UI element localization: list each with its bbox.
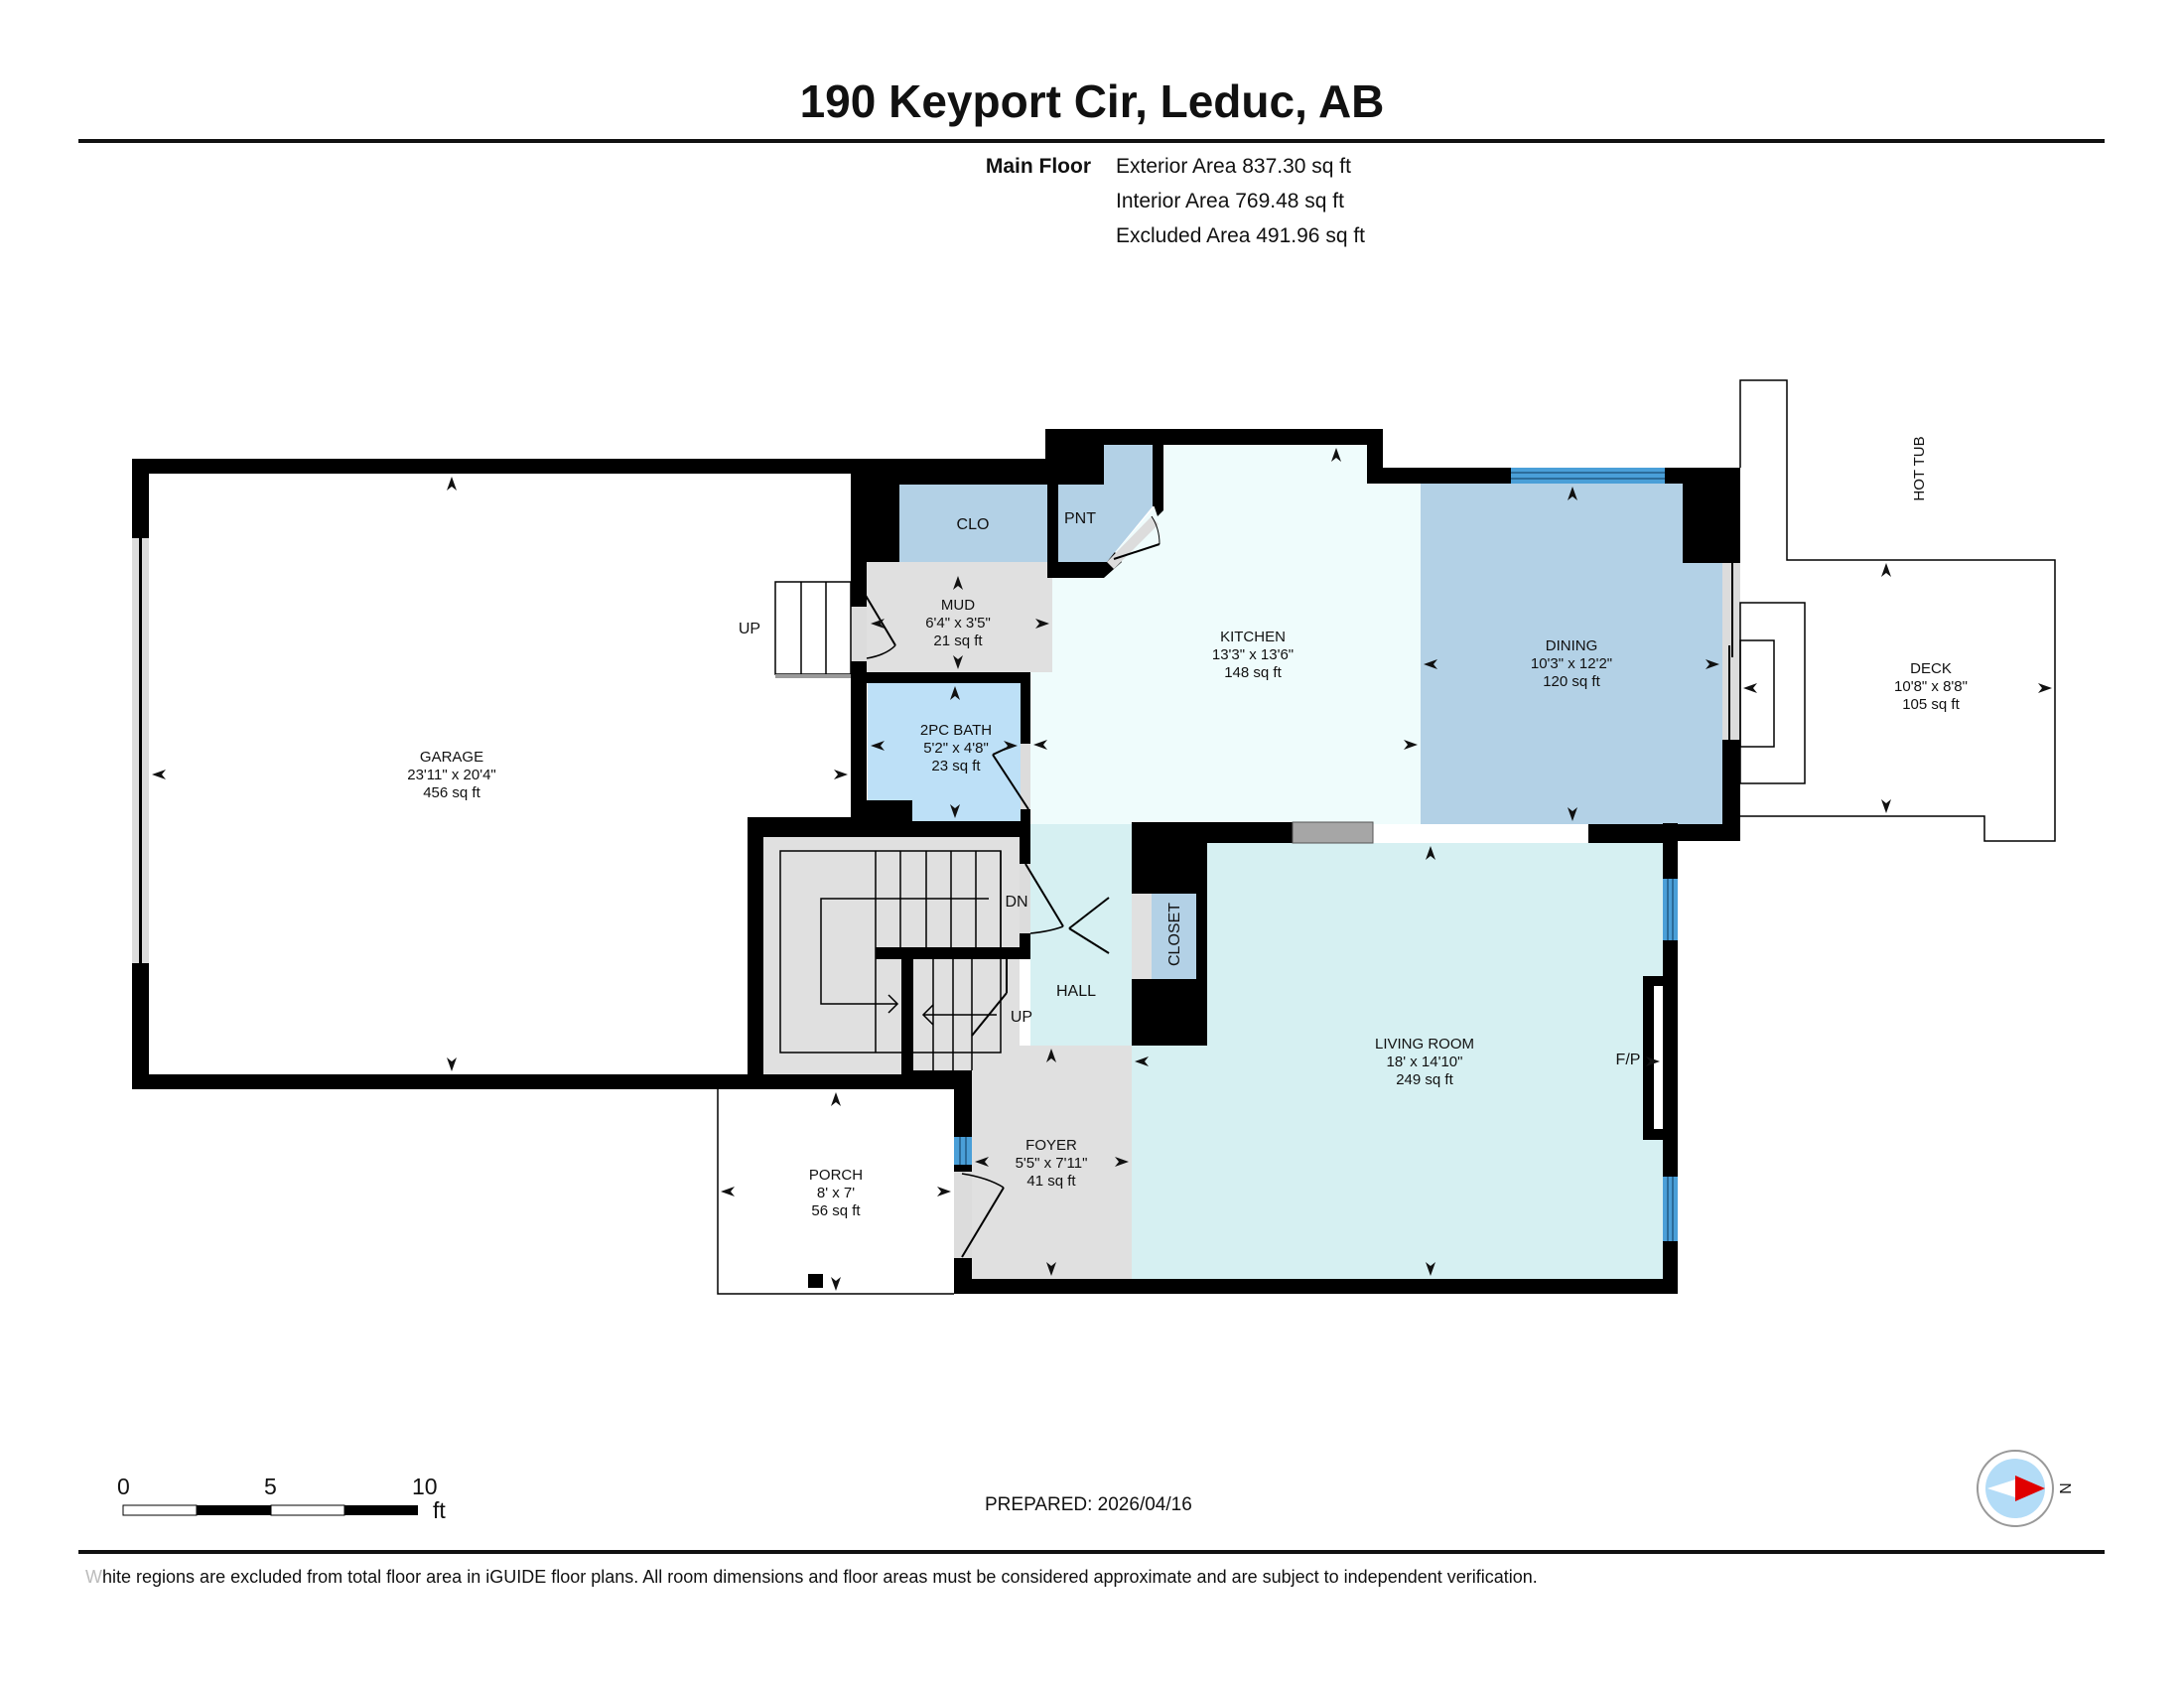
deck-dims: 10'8" x 8'8": [1894, 678, 1968, 695]
scale-tick-10: 10: [412, 1474, 438, 1499]
exterior-area: Exterior Area 837.30 sq ft: [1116, 155, 1351, 178]
stairs-down-label: DN: [1005, 894, 1027, 911]
bath-label: 2PC BATH: [920, 722, 992, 739]
scale-bar: [122, 1504, 418, 1516]
hall-label: HALL: [1056, 983, 1096, 1000]
kitchen-area: 148 sq ft: [1224, 664, 1282, 681]
garage-stairs-up-label: UP: [739, 621, 760, 637]
room-labels: GARAGE 23'11" x 20'4" 456 sq ft CLO PNT …: [407, 436, 1968, 1219]
deck-outline: [1739, 379, 2056, 842]
closet-label: CLOSET: [1166, 903, 1183, 966]
clo-label: CLO: [957, 516, 990, 533]
main-stairs: [779, 850, 1002, 1070]
mud-label: MUD: [941, 597, 975, 614]
porch-dims: 8' x 7': [817, 1185, 855, 1201]
scale-tick-5: 5: [264, 1474, 277, 1499]
footer-divider: [78, 1550, 2105, 1554]
porch-area: 56 sq ft: [811, 1202, 861, 1219]
living-area: 249 sq ft: [1396, 1071, 1453, 1088]
mud-area: 21 sq ft: [933, 633, 983, 649]
kitchen-floor: [1030, 445, 1421, 824]
living-label: LIVING ROOM: [1375, 1036, 1474, 1053]
garage-dims: 23'11" x 20'4": [407, 767, 496, 783]
garage-floor: [149, 474, 851, 1074]
garage-door: [132, 538, 149, 963]
garage-area: 456 sq ft: [423, 784, 480, 801]
patio-sliding-door: [1722, 563, 1740, 740]
kitchen-dims: 13'3" x 13'6": [1212, 646, 1294, 663]
mud-dims: 6'4" x 3'5": [925, 615, 991, 632]
compass-icon: N: [1977, 1450, 2073, 1527]
kitchen-counter: [1292, 821, 1374, 844]
hot-tub-label: HOT TUB: [1911, 436, 1928, 500]
dining-label: DINING: [1546, 637, 1598, 654]
title-divider: [78, 139, 2105, 143]
page-title: 190 Keyport Cir, Leduc, AB: [799, 75, 1385, 127]
bath-floor: [868, 683, 1021, 821]
foyer-dims: 5'5" x 7'11": [1016, 1155, 1088, 1172]
room-fills: [149, 445, 1722, 1279]
deck-steps-outer: [1739, 602, 1806, 784]
exterior-outlines: [717, 379, 2056, 1295]
porch-label: PORCH: [809, 1167, 863, 1184]
footer-text: hite regions are excluded from total flo…: [102, 1567, 1538, 1587]
foyer-area: 41 sq ft: [1026, 1173, 1076, 1190]
scale-tick-0: 0: [117, 1474, 130, 1499]
footer-disclaimer: White regions are excluded from total fl…: [85, 1567, 1538, 1588]
prepared-date: PREPARED: 2026/04/16: [985, 1494, 1192, 1515]
pnt-label: PNT: [1064, 510, 1096, 527]
footer-first-char: W: [85, 1567, 102, 1587]
garage-stairs: [774, 581, 852, 678]
dining-dims: 10'3" x 12'2": [1531, 655, 1612, 672]
fireplace-label: F/P: [1616, 1052, 1641, 1068]
porch-outline: [717, 1089, 954, 1295]
bath-dims: 5'2" x 4'8": [923, 740, 989, 757]
pnt-floor: [1058, 445, 1153, 562]
dining-floor: [1421, 484, 1722, 824]
compass-north-label: N: [2056, 1482, 2073, 1494]
deck-label: DECK: [1910, 660, 1952, 677]
closet-door-gap: [1132, 894, 1152, 979]
floor-label: Main Floor: [985, 155, 1091, 178]
stairs-up-label: UP: [1011, 1009, 1032, 1026]
windows: [954, 468, 1678, 1241]
bath-area: 23 sq ft: [931, 758, 981, 774]
porch-post: [808, 1274, 823, 1288]
foyer-label: FOYER: [1025, 1137, 1077, 1154]
dining-area: 120 sq ft: [1543, 673, 1600, 690]
interior-area: Interior Area 769.48 sq ft: [1116, 190, 1344, 212]
deck-area: 105 sq ft: [1902, 696, 1960, 713]
living-floor: [1132, 843, 1663, 1279]
foyer-floor: [972, 1046, 1132, 1279]
walls: [132, 429, 1740, 1294]
deck-steps-inner: [1739, 639, 1775, 748]
scale-unit: ft: [433, 1497, 446, 1523]
living-dims: 18' x 14'10": [1387, 1054, 1463, 1070]
clo-floor: [899, 485, 1047, 562]
excluded-area: Excluded Area 491.96 sq ft: [1116, 224, 1366, 247]
kitchen-label: KITCHEN: [1220, 629, 1286, 645]
garage-label: GARAGE: [420, 749, 483, 766]
